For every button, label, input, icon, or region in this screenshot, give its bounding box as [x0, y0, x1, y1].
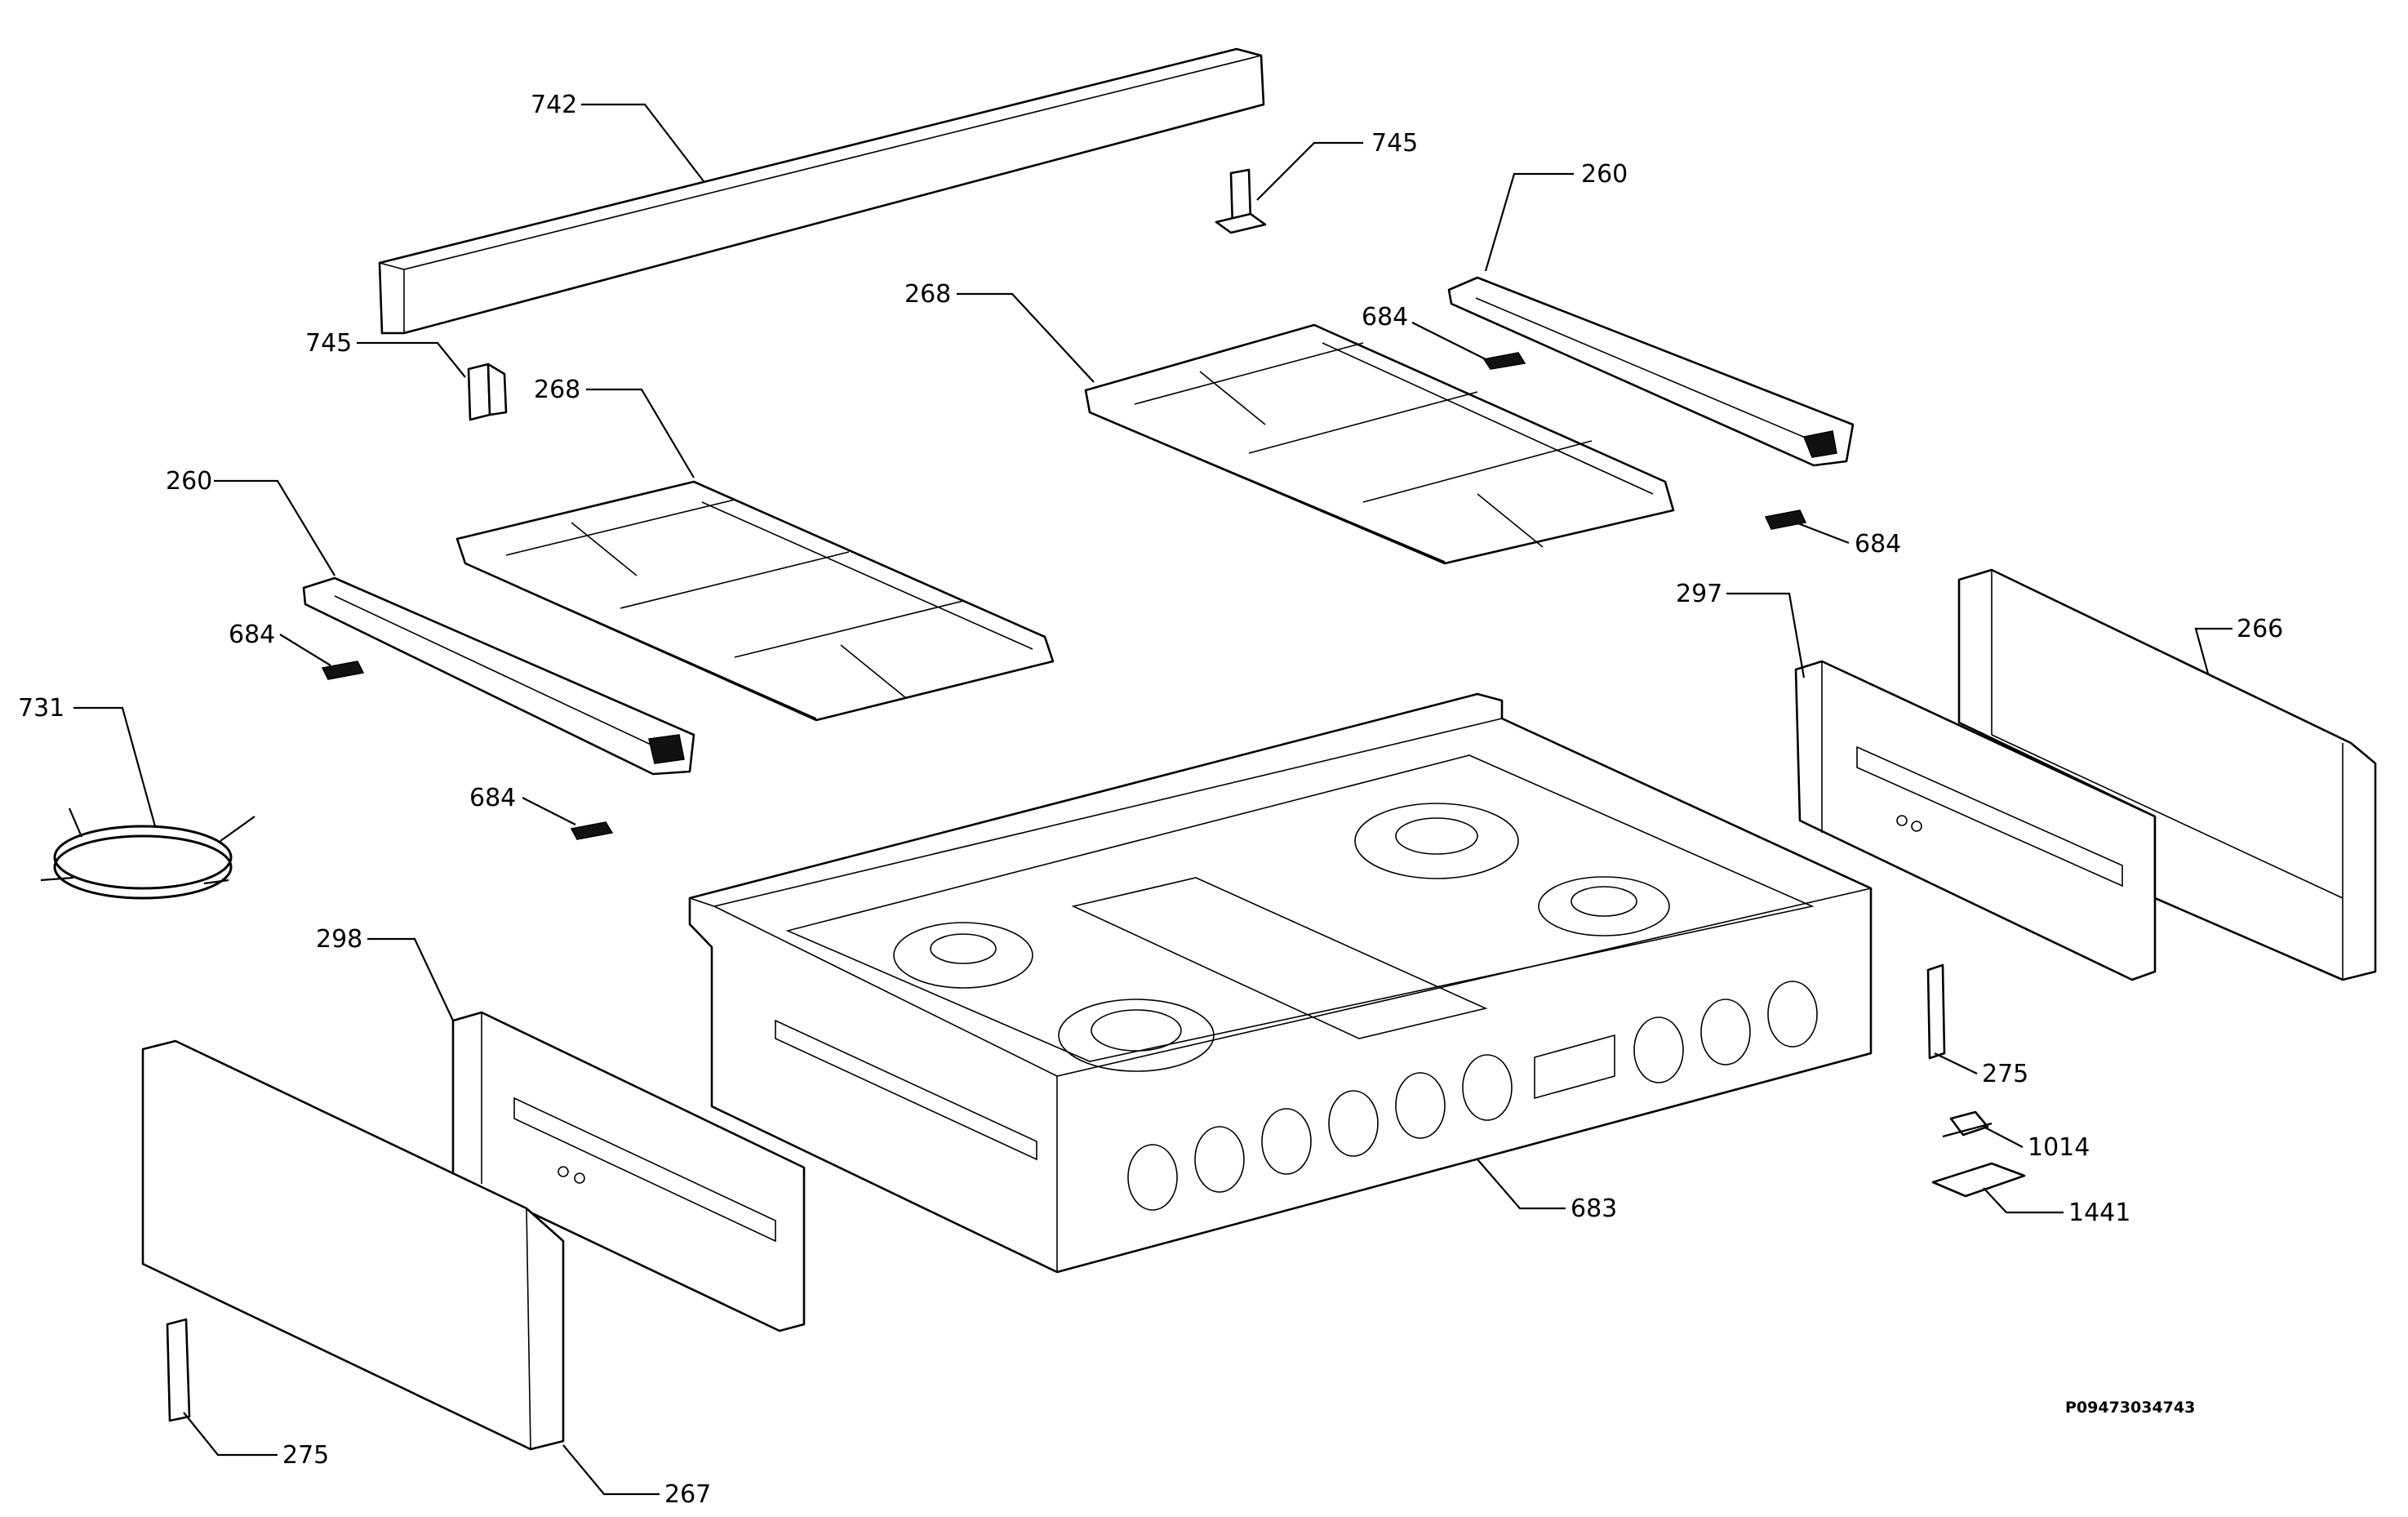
label-684-left: 684: [229, 621, 275, 649]
label-1014: 1014: [2028, 1133, 2090, 1162]
label-275-left: 275: [282, 1441, 329, 1470]
label-684-lower: 684: [469, 784, 516, 812]
label-268-left: 268: [534, 376, 580, 404]
label-266: 266: [2237, 615, 2283, 643]
label-267: 267: [664, 1480, 711, 1509]
part-268-grate-right: [1084, 323, 1675, 565]
part-268-grate-left: [455, 480, 1055, 722]
label-742: 742: [531, 91, 577, 119]
label-684-upper: 684: [1362, 303, 1408, 331]
label-684-right: 684: [1855, 530, 1901, 558]
part-297-side-panel-right: [1794, 660, 2157, 981]
part-684-clip-right: [1764, 509, 1807, 530]
part-684-clip-upper-right: [1482, 352, 1526, 370]
label-745-right: 745: [1371, 129, 1418, 158]
label-745-left: 745: [305, 329, 352, 358]
part-684-clip-lower: [570, 821, 614, 840]
label-298: 298: [316, 925, 362, 954]
part-1014-switch: [1942, 1110, 1993, 1138]
label-260-right: 260: [1581, 160, 1628, 189]
part-745-bracket-right: [1215, 168, 1267, 234]
part-267-side-trim-left: [141, 1039, 565, 1451]
label-297: 297: [1676, 580, 1722, 608]
part-275-bracket-left: [166, 1318, 191, 1422]
part-731-wok-ring: [40, 807, 255, 900]
part-683-cooktop-body: [688, 692, 1873, 1274]
leader-lines: [73, 103, 2233, 1496]
label-683: 683: [1571, 1194, 1617, 1223]
callout-labels: 742 745 745 260 268 684 268 260 684 684 …: [18, 91, 2283, 1509]
part-260-side-rail-right: [1447, 276, 1855, 467]
label-275-right: 275: [1982, 1060, 2028, 1088]
part-260-side-rail-left: [302, 576, 695, 776]
part-266-side-trim-right: [1957, 568, 2377, 981]
label-268-right: 268: [904, 280, 951, 309]
label-1441: 1441: [2068, 1199, 2130, 1227]
label-260-left: 260: [166, 467, 212, 496]
part-275-bracket-right: [1926, 963, 1946, 1060]
drawing-code: P09473034743: [2065, 1399, 2195, 1417]
label-731: 731: [18, 694, 64, 723]
part-684-clip-left: [321, 661, 365, 680]
part-742-back-trim: [378, 47, 1265, 335]
part-745-bracket-left: [467, 363, 508, 421]
part-1441-plate: [1931, 1162, 2026, 1198]
